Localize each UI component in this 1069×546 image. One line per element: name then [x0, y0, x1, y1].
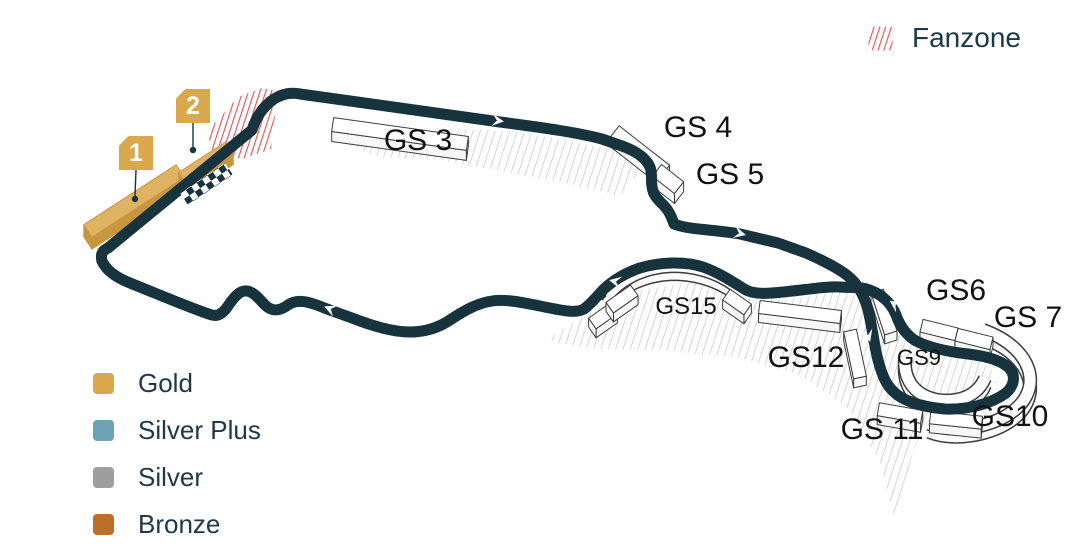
- bronze-swatch-icon: [93, 513, 114, 535]
- gs-label-gs9: GS9: [896, 345, 942, 370]
- start-finish-line: [180, 163, 233, 205]
- track-direction-arrow-icon: [609, 276, 623, 289]
- legend-item-silver-plus: Silver Plus: [93, 415, 261, 445]
- legend-item-label: Silver: [138, 462, 204, 492]
- silver-plus-swatch-icon: [93, 419, 114, 441]
- legend-item-gold: Gold: [93, 368, 261, 398]
- gs12-stand-b[interactable]: [843, 328, 867, 389]
- gs-label-gs7: GS 7: [993, 301, 1063, 334]
- gs11-stand-b[interactable]: [928, 410, 984, 439]
- track-direction-arrow-icon: [324, 305, 338, 317]
- legend-item-bronze: Bronze: [93, 509, 261, 539]
- general-admission-area-main[interactable]: [545, 282, 996, 524]
- gs3-stand[interactable]: [331, 117, 469, 161]
- ticket-category-legend: Gold Silver Plus Silver Bronze: [93, 368, 261, 546]
- gold-stand-2-leader: [189, 123, 197, 154]
- gold-stand-1-tag[interactable]: 1: [119, 136, 153, 170]
- gs-label-gs15: GS15: [655, 293, 717, 320]
- fanzone-legend-label: Fanzone: [912, 22, 1021, 53]
- gs-label-gs6: GS6: [925, 274, 987, 307]
- gs5-stand[interactable]: [651, 163, 685, 205]
- fanzone-swatch-icon: [868, 26, 893, 50]
- silver-swatch-icon: [93, 466, 114, 488]
- gs-label-gs10: GS10: [971, 400, 1049, 433]
- legend-item-silver: Silver: [93, 462, 261, 492]
- gs11-stand-a[interactable]: [876, 402, 924, 433]
- track-direction-arrow-icon: [889, 300, 903, 313]
- legend-item-label: Silver Plus: [138, 415, 261, 445]
- gold-stand-1[interactable]: [83, 164, 185, 250]
- gs15-stand-box-b[interactable]: [605, 284, 639, 323]
- gs12-stand-a[interactable]: [758, 300, 842, 333]
- gs-label-gs11: GS 11: [840, 413, 924, 446]
- gs-label-gs4: GS 4: [663, 111, 733, 144]
- gold-stand-2-tag[interactable]: 2: [176, 89, 210, 123]
- legend-item-label: Bronze: [138, 509, 221, 539]
- track-direction-arrow-icon: [491, 113, 504, 126]
- track-direction-arrow-icon: [732, 226, 746, 238]
- direction-arrows: [324, 113, 903, 342]
- gs-label-gs3: GS 3: [383, 124, 453, 157]
- gold-stand-1-leader: [131, 169, 139, 203]
- legend-item-label: Gold: [138, 368, 193, 398]
- gs-label-gs12: GS12: [767, 341, 845, 374]
- gs-label-gs5: GS 5: [695, 158, 765, 191]
- gs15-stand-box-c[interactable]: [722, 288, 752, 325]
- fanzone-legend: Fanzone: [868, 24, 1021, 52]
- track-direction-arrow-icon: [860, 328, 873, 342]
- gold-swatch-icon: [93, 372, 114, 394]
